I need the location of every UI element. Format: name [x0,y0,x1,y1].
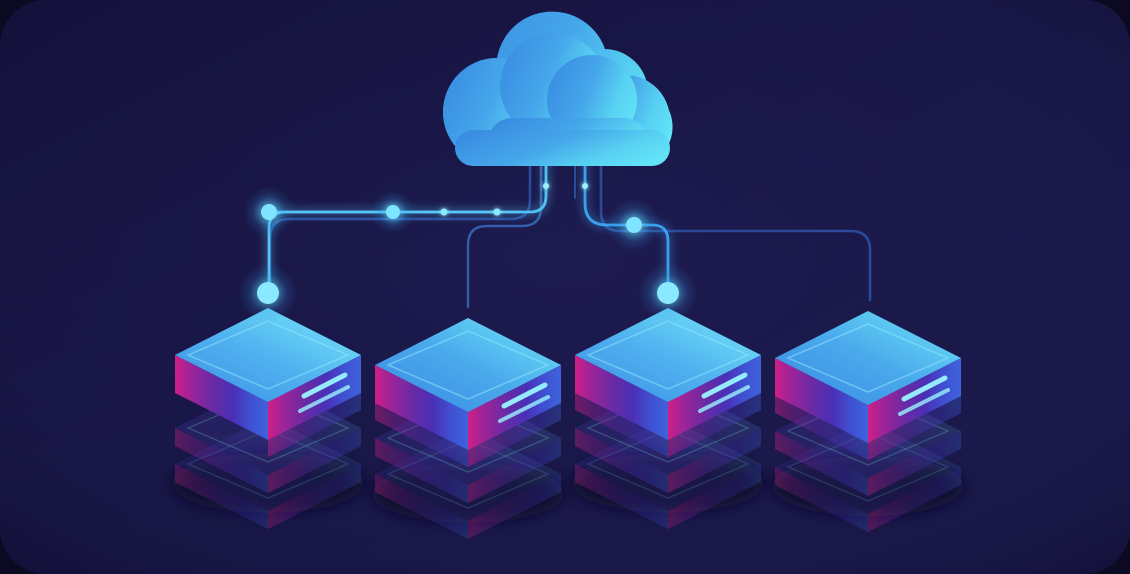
server-stack-1[interactable] [172,263,364,529]
stack-body [775,311,961,443]
node-top-left-corner [261,204,277,220]
node-line-mid-a [386,205,400,219]
server-stack-2[interactable] [372,318,564,539]
link-trunk-outer-right [599,158,872,302]
stack-top-face [575,308,761,402]
stack-top-inner [385,330,551,400]
stack-led-1 [301,372,348,399]
stack-body [375,318,561,450]
server-stack-3[interactable] [572,263,764,529]
node-trunk-right [582,183,588,189]
stack-led-1 [501,382,548,409]
stack-led-1 [701,372,748,399]
stack-led-2 [498,395,550,423]
cloud-icon[interactable] [443,11,673,167]
stack-led-2 [298,385,350,413]
link-trunk-inner-left-dim [466,158,543,309]
node-server-3 [657,282,679,304]
stack-led-2 [898,388,950,416]
stack-body [575,308,761,440]
link-nodes [243,183,661,252]
stack-top-inner [785,323,951,393]
node-line-mid-b [440,208,448,216]
stack-led-2 [698,385,750,413]
node-trunk-left [543,183,549,189]
stack-top-inner [185,320,351,390]
node-line-mid-c [493,208,501,216]
node-right-junction [626,217,642,233]
stack-body [175,308,361,440]
server-stacks [172,263,964,539]
stack-top-face [775,311,961,405]
stack-top-inner [585,320,751,390]
stack-top-face [175,308,361,402]
node-server-1 [257,282,279,304]
server-stack-4[interactable] [772,311,964,532]
stack-led-1 [901,375,948,402]
stack-top-face [375,318,561,412]
